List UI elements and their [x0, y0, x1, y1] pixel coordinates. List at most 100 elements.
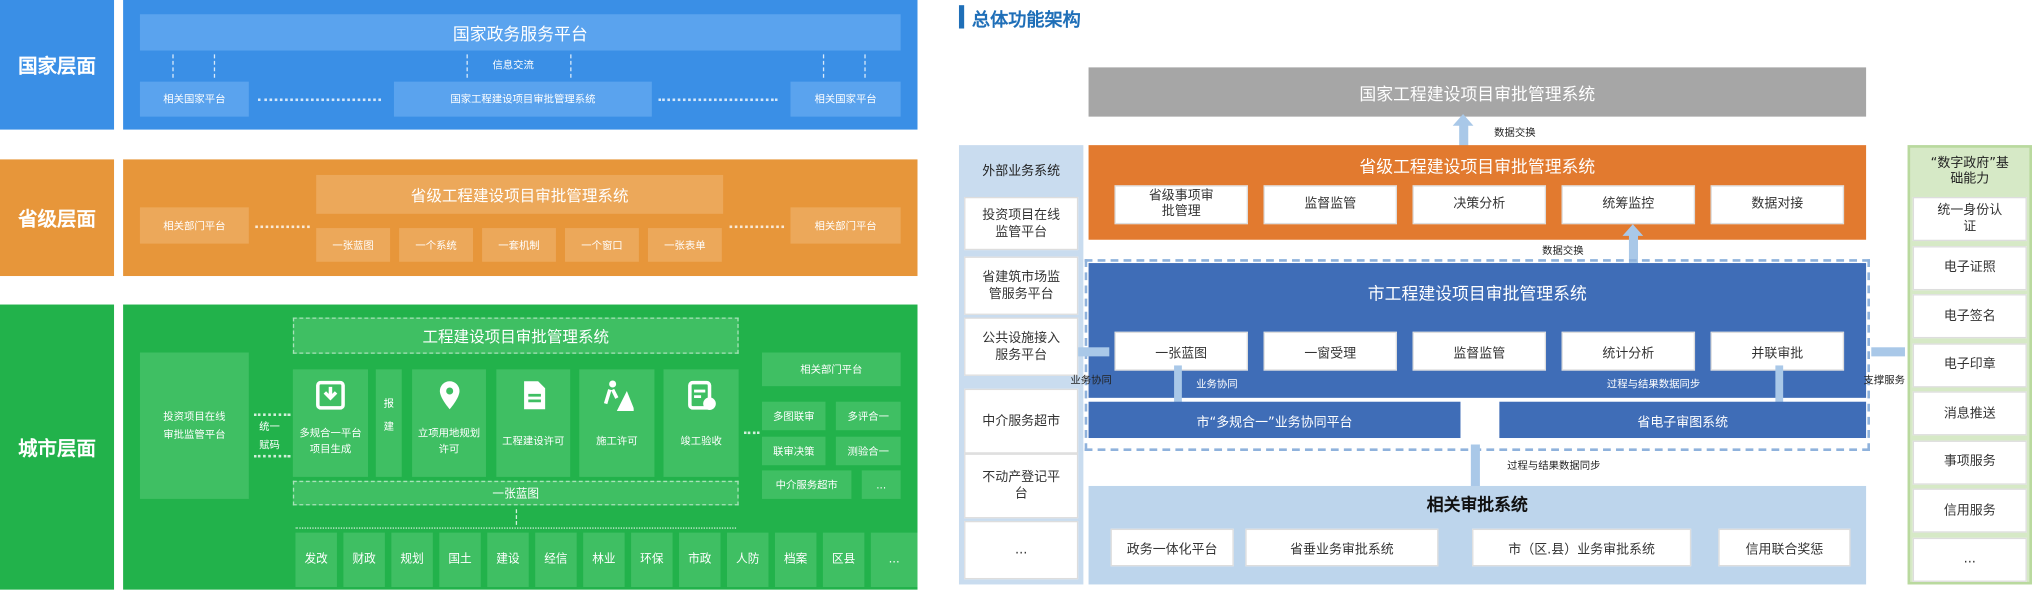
provincial-function-item[interactable]: 数据对接 [1710, 185, 1845, 225]
arrow-up-icon [172, 54, 174, 78]
digital-gov-item[interactable]: 统一身份认证 [1912, 196, 2027, 242]
digital-gov-item[interactable]: 电子印章 [1912, 342, 2027, 387]
related-approval-item[interactable]: 市（区.县）业务审批系统 [1472, 528, 1692, 567]
dept-item[interactable]: 经信 [535, 532, 577, 588]
digital-gov-item[interactable]: 信用服务 [1912, 488, 2027, 533]
sync-arrow-icon [1775, 365, 1784, 410]
provincial-item[interactable]: 一个窗口 [565, 228, 639, 262]
digital-gov-item[interactable]: 消息推送 [1912, 391, 2027, 436]
related-dept-item[interactable]: 联审决策 [761, 436, 826, 466]
city-card-label: 报建 [383, 397, 394, 433]
related-approval-item[interactable]: 信用联合奖惩 [1718, 528, 1851, 567]
dept-item[interactable]: ... [870, 532, 918, 588]
provincial-function-item[interactable]: 决策分析 [1412, 185, 1547, 225]
arrow-up-icon [822, 54, 825, 78]
biz-collab-label-inner: 业务协同 [1196, 378, 1238, 391]
biz-collab-arrow-icon [1078, 347, 1110, 357]
related-dept-platform-left[interactable]: 相关部门平台 [139, 207, 249, 244]
related-dept-item[interactable]: 多图联审 [761, 401, 826, 431]
arrow-up-icon [515, 509, 518, 525]
dept-item[interactable]: 建设 [487, 532, 529, 588]
checklist-icon [684, 378, 718, 412]
national-system-box[interactable]: 国家工程建设项目审批管理系统 [1088, 67, 1867, 117]
provincial-level-label: 省级层面 [0, 159, 115, 277]
related-dept-platform[interactable]: 相关部门平台 [761, 352, 901, 387]
dotted-arrow-right [729, 225, 785, 229]
dept-item[interactable]: 档案 [774, 532, 817, 588]
dept-item[interactable]: 市政 [679, 532, 721, 588]
city-function-item[interactable]: 并联审批 [1710, 331, 1845, 371]
provincial-item[interactable]: 一张蓝图 [316, 228, 391, 262]
provincial-function-item[interactable]: 省级事项审批管理 [1114, 185, 1248, 225]
dept-item[interactable]: 环保 [631, 532, 673, 588]
external-systems-column: 外部业务系统 投资项目在线监管平台省建筑市场监管服务平台公共设施接入服务平台中介… [958, 145, 1084, 585]
provincial-item[interactable]: 一个系统 [399, 228, 474, 262]
national-approval-system[interactable]: 国家工程建设项目审批管理系统 [393, 81, 652, 117]
city-card-label: 竣工验收 [680, 435, 722, 448]
related-dept-platform-right[interactable]: 相关部门平台 [790, 207, 901, 244]
external-system-item[interactable]: 省建筑市场监管服务平台 [964, 256, 1079, 315]
city-approval-card[interactable]: 多规合一平台项目生成 [292, 369, 369, 477]
related-national-platform-left[interactable]: 相关国家平台 [139, 81, 249, 117]
city-approval-card[interactable]: 报建 [375, 369, 402, 477]
city-system-box: 市工程建设项目审批管理系统 一张蓝图一窗受理监督监管统计分析并联审批 业务协同 … [1088, 263, 1867, 398]
related-approval-title: 相关审批系统 [1426, 495, 1528, 516]
provincial-function-item[interactable]: 监督监管 [1263, 185, 1397, 225]
related-approval-item[interactable]: 省垂业务审批系统 [1245, 528, 1439, 567]
dept-item[interactable]: 财政 [343, 532, 385, 588]
digital-gov-item[interactable]: ... [1912, 537, 2027, 582]
arrow-head-icon [1622, 224, 1644, 236]
support-service-label: 支撑服务 [1863, 374, 1905, 387]
provincial-approval-system[interactable]: 省级工程建设项目审批管理系统 [316, 174, 724, 214]
related-national-platform-right[interactable]: 相关国家平台 [790, 81, 901, 117]
digital-gov-item[interactable]: 电子证照 [1912, 245, 2027, 290]
external-system-item[interactable]: ... [964, 520, 1079, 580]
dept-item[interactable]: 国土 [439, 532, 481, 588]
arrow-down-icon [570, 54, 572, 78]
digital-gov-item[interactable]: 电子签名 [1912, 294, 2027, 339]
city-function-item[interactable]: 一窗受理 [1263, 331, 1397, 371]
dotted-arrow-right [743, 431, 760, 435]
city-approval-card[interactable]: 施工许可 [579, 369, 655, 477]
download-icon [314, 378, 348, 412]
provincial-function-item[interactable]: 统筹监控 [1561, 185, 1696, 225]
dept-item[interactable]: 规划 [391, 532, 433, 588]
external-system-item[interactable]: 不动产登记平台 [964, 453, 1079, 519]
provincial-item[interactable]: 一张表单 [647, 228, 722, 262]
related-dept-item[interactable]: 测验合一 [835, 436, 901, 466]
provincial-e-review-system[interactable]: 省电子审图系统 [1499, 401, 1867, 439]
blueprint-bar[interactable]: 一张蓝图 [292, 480, 739, 506]
city-approval-card[interactable]: 工程建设许可 [496, 369, 571, 477]
dept-item[interactable]: 发改 [295, 532, 337, 588]
dept-item[interactable]: 区县 [822, 532, 865, 588]
national-service-platform[interactable]: 国家政务服务平台 [139, 14, 901, 51]
construction-icon [600, 378, 635, 412]
digital-gov-item[interactable]: 事项服务 [1912, 439, 2027, 485]
external-systems-title: 外部业务系统 [982, 163, 1061, 179]
sync-arrow-icon [1470, 444, 1480, 489]
city-function-item[interactable]: 统计分析 [1561, 331, 1696, 371]
related-dept-item[interactable]: ... [861, 470, 901, 499]
dept-item[interactable]: 人防 [726, 532, 769, 588]
city-function-item[interactable]: 监督监管 [1412, 331, 1547, 371]
dept-item[interactable]: 林业 [583, 532, 625, 588]
related-dept-item[interactable]: 多评合一 [835, 401, 901, 431]
city-approval-system[interactable]: 工程建设项目审批管理系统 [292, 317, 739, 354]
city-approval-card[interactable]: 竣工验收 [663, 369, 739, 477]
city-card-label: 立项用地规划许可 [417, 427, 481, 455]
city-approval-card[interactable]: 立项用地规划许可 [412, 369, 486, 477]
data-exchange-label-2: 数据交换 [1542, 244, 1584, 257]
city-multi-plan-platform[interactable]: 市“多规合一”业务协同平台 [1088, 401, 1461, 439]
arrow-down-icon [213, 54, 216, 78]
external-system-item[interactable]: 公共设施接入服务平台 [964, 317, 1079, 376]
digital-gov-column: “数字政府”基础能力 统一身份认证电子证照电子签名电子印章消息推送事项服务信用服… [1907, 145, 2032, 585]
dotted-arrow-left [255, 225, 310, 229]
unified-coding-label: 统一赋码 [259, 421, 280, 451]
external-system-item[interactable]: 中介服务超市 [964, 388, 1079, 454]
investment-monitoring-platform[interactable]: 投资项目在线审批监管平台 [139, 352, 249, 499]
provincial-item[interactable]: 一套机制 [482, 228, 556, 262]
document-icon [516, 378, 550, 412]
related-approval-item[interactable]: 政务一体化平台 [1110, 528, 1234, 567]
external-system-item[interactable]: 投资项目在线监管平台 [964, 196, 1079, 251]
related-dept-item[interactable]: 中介服务超市 [761, 470, 852, 499]
